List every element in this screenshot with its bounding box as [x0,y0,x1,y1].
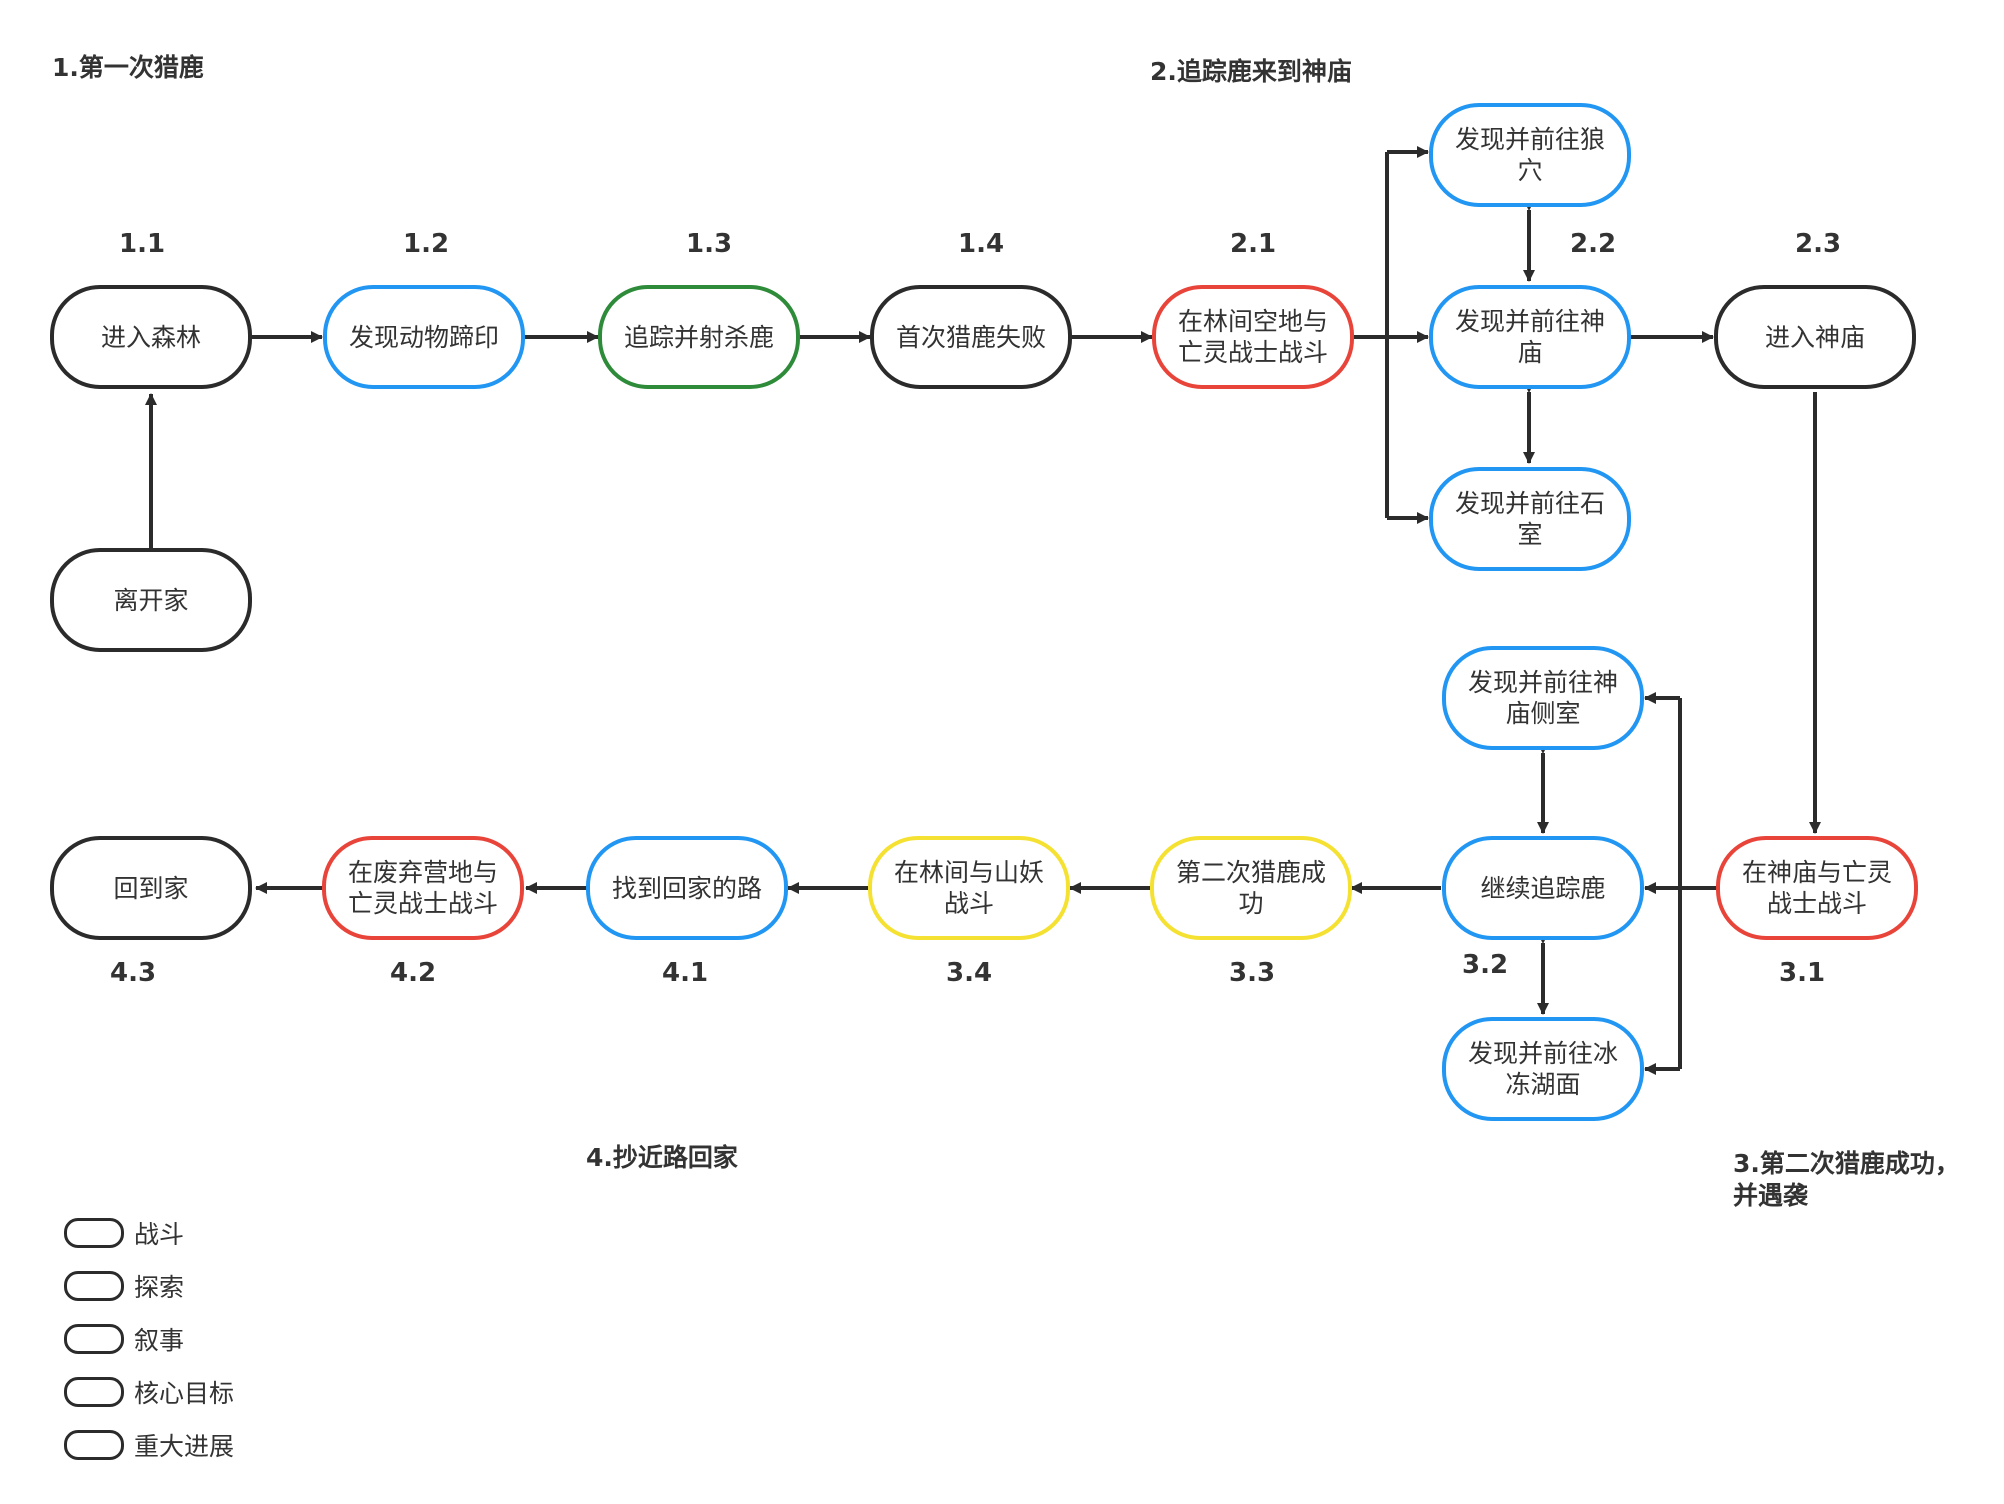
node-frozen-lake-line1: 发现并前往冰 [1467,1039,1618,1068]
node-id-1-1: 1.1 [119,229,166,259]
node-id-2-2: 2.2 [1570,229,1617,259]
node-stone-room[interactable]: 发现并前往石 室 [1429,467,1631,571]
legend-label-narrative: 叙事 [134,1326,185,1355]
node-1-4[interactable]: 首次猎鹿失败 [870,285,1072,389]
node-3-1-line1: 在神庙与亡灵 [1741,858,1892,887]
node-1-2-label: 发现动物蹄印 [348,322,499,352]
node-id-4-1: 4.1 [662,958,709,988]
node-id-2-3: 2.3 [1795,229,1842,259]
node-id-2-1: 2.1 [1230,229,1277,259]
node-1-1[interactable]: 进入森林 [50,285,252,389]
node-3-3-line1: 第二次猎鹿成 [1175,858,1326,887]
node-1-2[interactable]: 发现动物蹄印 [323,285,525,389]
node-side-room-line1: 发现并前往神 [1467,668,1618,697]
legend-swatch-combat [64,1218,124,1248]
node-side-room-line2: 庙侧室 [1505,699,1581,728]
legend-swatch-narrative [64,1324,124,1354]
node-frozen-lake-line2: 冻湖面 [1505,1070,1581,1099]
section-title-1: 1.第一次猎鹿 [52,53,204,82]
node-id-4-3: 4.3 [110,958,157,988]
legend-item-major: 重大进展 [64,1427,234,1463]
node-2-1-line1: 在林间空地与 [1177,307,1328,336]
node-stone-room-line2: 室 [1517,520,1543,549]
legend-item-core: 核心目标 [64,1374,234,1410]
section-title-4: 4.抄近路回家 [586,1143,738,1172]
node-4-1[interactable]: 找到回家的路 [586,836,788,940]
legend-label-combat: 战斗 [134,1220,185,1249]
node-3-2[interactable]: 继续追踪鹿 [1442,836,1644,940]
node-2-2-line2: 庙 [1517,338,1543,367]
legend-item-narrative: 叙事 [64,1321,184,1357]
node-4-2-line2: 亡灵战士战斗 [347,889,498,918]
legend-swatch-core [64,1377,124,1407]
node-2-1-line2: 亡灵战士战斗 [1177,338,1328,367]
legend-label-core: 核心目标 [134,1379,235,1408]
node-id-1-2: 1.2 [403,229,450,259]
node-wolf-den[interactable]: 发现并前往狼 穴 [1429,103,1631,207]
node-1-1-label: 进入森林 [100,322,201,352]
node-3-2-label: 继续追踪鹿 [1480,873,1606,903]
legend-swatch-major [64,1430,124,1460]
legend-label-major: 重大进展 [134,1432,235,1461]
node-leave-home-label: 离开家 [113,585,189,615]
node-frozen-lake[interactable]: 发现并前往冰 冻湖面 [1442,1017,1644,1121]
node-id-3-1: 3.1 [1779,958,1826,988]
section-title-3-line1: 3.第二次猎鹿成功， [1733,1149,1960,1178]
node-id-3-2: 3.2 [1462,950,1509,980]
node-1-4-label: 首次猎鹿失败 [895,322,1046,352]
node-3-4-line1: 在林间与山妖 [893,858,1044,887]
node-4-3[interactable]: 回到家 [50,836,252,940]
legend-item-explore: 探索 [64,1268,184,1304]
section-title-3-line2: 并遇袭 [1733,1181,1809,1210]
node-3-4[interactable]: 在林间与山妖 战斗 [868,836,1070,940]
legend-item-combat: 战斗 [64,1215,184,1251]
node-2-3[interactable]: 进入神庙 [1714,285,1916,389]
node-2-2-line1: 发现并前往神 [1454,307,1605,336]
node-1-3[interactable]: 追踪并射杀鹿 [598,285,800,389]
node-stone-room-line1: 发现并前往石 [1454,489,1605,518]
node-3-4-line2: 战斗 [943,889,994,918]
node-3-3[interactable]: 第二次猎鹿成 功 [1150,836,1352,940]
node-4-3-label: 回到家 [113,873,189,903]
edge-2-1-branch-trunk [1352,152,1389,518]
node-id-3-4: 3.4 [946,958,993,988]
node-3-3-line2: 功 [1238,889,1264,918]
node-wolf-den-line1: 发现并前往狼 [1454,125,1605,154]
node-2-1[interactable]: 在林间空地与 亡灵战士战斗 [1152,285,1354,389]
legend-label-explore: 探索 [134,1273,185,1302]
node-3-1[interactable]: 在神庙与亡灵 战士战斗 [1716,836,1918,940]
node-2-2[interactable]: 发现并前往神 庙 [1429,285,1631,389]
node-leave-home[interactable]: 离开家 [50,548,252,652]
legend-swatch-explore [64,1271,124,1301]
node-2-3-label: 进入神庙 [1764,322,1865,352]
section-title-3: 3.第二次猎鹿成功， 并遇袭 [1733,1148,1960,1212]
node-4-2-line1: 在废弃营地与 [347,858,498,887]
node-id-1-4: 1.4 [958,229,1005,259]
node-wolf-den-line2: 穴 [1517,156,1543,185]
node-id-1-3: 1.3 [686,229,733,259]
node-1-3-label: 追踪并射杀鹿 [623,322,774,352]
node-side-room[interactable]: 发现并前往神 庙侧室 [1442,646,1644,750]
node-id-4-2: 4.2 [390,958,437,988]
node-4-1-label: 找到回家的路 [611,873,762,903]
node-4-2[interactable]: 在废弃营地与 亡灵战士战斗 [322,836,524,940]
section-title-2: 2.追踪鹿来到神庙 [1150,57,1352,86]
node-3-1-line2: 战士战斗 [1766,889,1867,918]
node-id-3-3: 3.3 [1229,958,1276,988]
